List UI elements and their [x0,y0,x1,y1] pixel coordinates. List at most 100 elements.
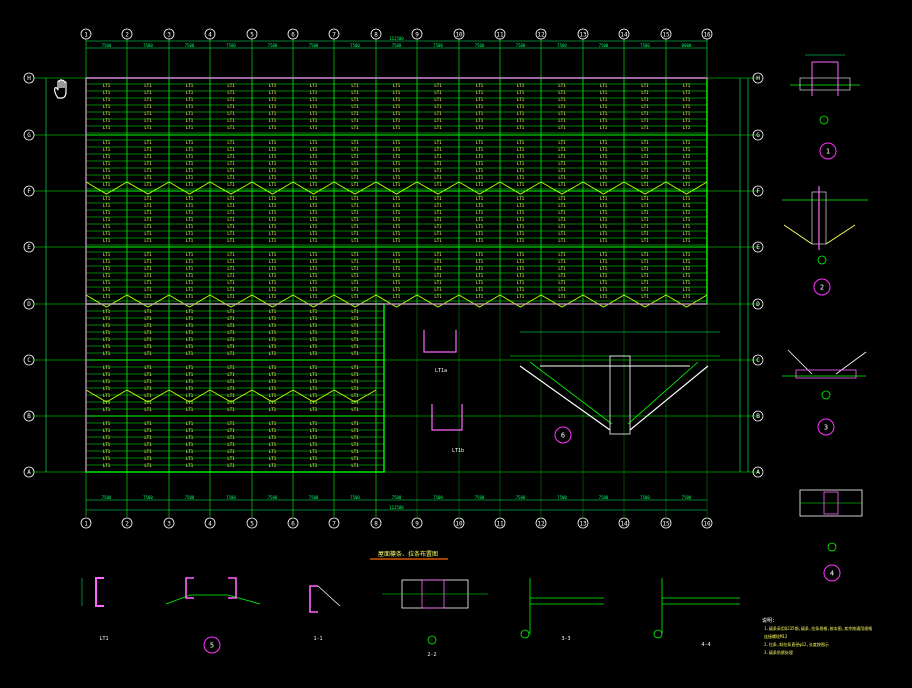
purlin-tag: LT1 [351,344,359,349]
purlin-tag: LT1 [144,210,152,215]
purlin-tag: LT1 [393,111,401,116]
purlin-tag: LT1 [351,203,359,208]
purlin-tag: LT1 [351,280,359,285]
purlin-tag: LT1 [600,210,608,215]
column-axis-bubble [246,28,258,40]
purlin-tag: LT1 [186,421,194,426]
purlin-tag: LT1 [227,386,235,391]
purlin-tag: LT1 [186,168,194,173]
purlin-tag: LT1 [103,273,111,278]
column-axis-bubble [287,28,299,40]
purlin-tag: LT1 [186,118,194,123]
purlin-tag: LT1 [476,168,484,173]
purlin-tag: LT1 [227,238,235,243]
purlin-tag: LT1 [351,294,359,299]
purlin-tag: LT1 [103,217,111,222]
purlin-tag: LT1 [144,365,152,370]
purlin-tag: LT1 [227,393,235,398]
purlin-tag: LT1 [351,442,359,447]
purlin-tag: LT1 [434,210,442,215]
span-dimension-top: 7500 [557,43,567,48]
purlin-tag: LT1 [144,379,152,384]
purlin-tag: LT1 [227,316,235,321]
purlin-tag: LT1 [351,182,359,187]
span-dimension-top: 7500 [640,43,650,48]
purlin-tag: LT1 [351,287,359,292]
purlin-tag: LT1 [683,280,691,285]
purlin-tag: LT1 [434,154,442,159]
purlin-tag: LT1 [103,203,111,208]
purlin-tag: LT1 [476,111,484,116]
span-dimension-top: 7500 [350,43,360,48]
purlin-tag: LT1 [103,231,111,236]
purlin-tag: LT1 [227,365,235,370]
row-axis-label: B [756,413,760,420]
purlin-tag: LT1 [351,111,359,116]
purlin-tag: LT1 [351,386,359,391]
bracing-group [85,181,708,403]
purlin-tag: LT1 [227,428,235,433]
purlin-tag: LT1 [558,90,566,95]
purlin-tag: LT1 [641,168,649,173]
purlin-tag: LT1 [351,463,359,468]
purlin-tag: LT1 [310,337,318,342]
purlin-tag: LT1 [186,238,194,243]
purlin-tag: LT1 [103,400,111,405]
purlin-tag: LT1 [476,287,484,292]
purlin-tag-group: LT1LT1LT1LT1LT1LT1LT1LT1LT1LT1LT1LT1LT1L… [103,83,691,468]
purlin-tag: LT1 [186,309,194,314]
purlin-tag: LT1 [103,210,111,215]
purlin-tag: LT1 [269,203,277,208]
column-axis-bubble [163,28,175,40]
purlin-tag: LT1 [269,428,277,433]
column-axis-label: 12 [537,521,545,528]
purlin-tag: LT1 [517,97,525,102]
purlin-tag: LT1 [269,372,277,377]
purlin-tag: LT1 [517,175,525,180]
purlin-tag: LT1 [517,273,525,278]
purlin-tag: LT1 [144,175,152,180]
purlin-tag: LT1 [186,400,194,405]
purlin-tag: LT1 [227,435,235,440]
span-dimension-bottom: 7500 [516,495,526,500]
row-axis-bubble [752,185,764,197]
purlin-tag: LT1 [269,365,277,370]
purlin-tag: LT1 [103,316,111,321]
detail-4-group [799,489,863,552]
purlin-tag: LT1 [186,147,194,152]
detail-6-group [510,331,720,435]
purlin-tag: LT1 [103,323,111,328]
purlin-tag: LT1 [269,196,277,201]
purlin-tag: LT1 [269,104,277,109]
purlin-tag: LT1 [186,175,194,180]
section-1-1-title: 1-1 [313,636,322,642]
purlin-tag: LT1 [600,83,608,88]
section-1-1-shape [309,585,318,613]
purlin-tag: LT1 [186,182,194,187]
purlin-tag: LT1 [186,449,194,454]
purlin-tag: LT1 [434,97,442,102]
purlin-tag: LT1 [144,182,152,187]
purlin-tag: LT1 [186,111,194,116]
purlin-tag: LT1 [558,111,566,116]
purlin-tag: LT1 [558,238,566,243]
purlin-tag: LT1 [103,161,111,166]
cross-brace [458,294,501,308]
purlin-tag: LT1 [683,273,691,278]
purlin-tag: LT1 [683,175,691,180]
purlin-tag: LT1 [227,287,235,292]
purlin-tag: LT1 [517,168,525,173]
cross-brace [251,389,294,403]
span-dimension-top: 7500 [516,43,526,48]
column-axis-bubble [660,28,672,40]
purlin-tag: LT1 [517,196,525,201]
column-axis-bubble [701,517,713,529]
purlin-tag: LT1 [683,252,691,257]
purlin-tag: LT1 [103,344,111,349]
purlin-tag: LT1 [351,217,359,222]
purlin-tag: LT1 [641,203,649,208]
purlin-tag: LT1 [558,266,566,271]
purlin-tag: LT1 [269,379,277,384]
